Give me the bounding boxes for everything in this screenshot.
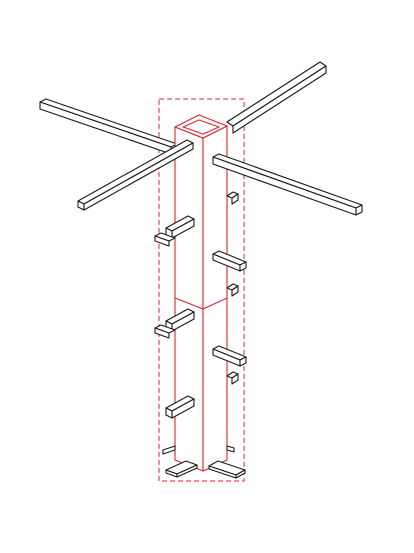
- yoke-right-upper: [212, 250, 247, 272]
- yoke-left-lower: [165, 395, 195, 419]
- column-body: [174, 125, 228, 472]
- top-beam-lower-left: [77, 139, 194, 211]
- yoke-right-lower-tab: [226, 371, 239, 385]
- yoke-right-upper-tab: [226, 191, 239, 205]
- yoke-right-mid-tab: [226, 283, 239, 297]
- top-beam-upper-left: [39, 98, 178, 155]
- yoke-left-upper-tab: [154, 232, 176, 247]
- base-foot-back-left: [162, 445, 176, 455]
- top-beam-lower-right: [212, 153, 363, 216]
- column-top-opening: [174, 114, 228, 139]
- base-foot-front-right: [208, 460, 246, 479]
- base-foot-back-right: [226, 445, 235, 453]
- yoke-right-mid: [212, 345, 247, 367]
- base-foot-front-left: [165, 460, 198, 478]
- yoke-left-mid-tab: [154, 324, 176, 339]
- top-beam-upper-right: [226, 61, 327, 134]
- dashed-bounding-frame: [158, 98, 245, 482]
